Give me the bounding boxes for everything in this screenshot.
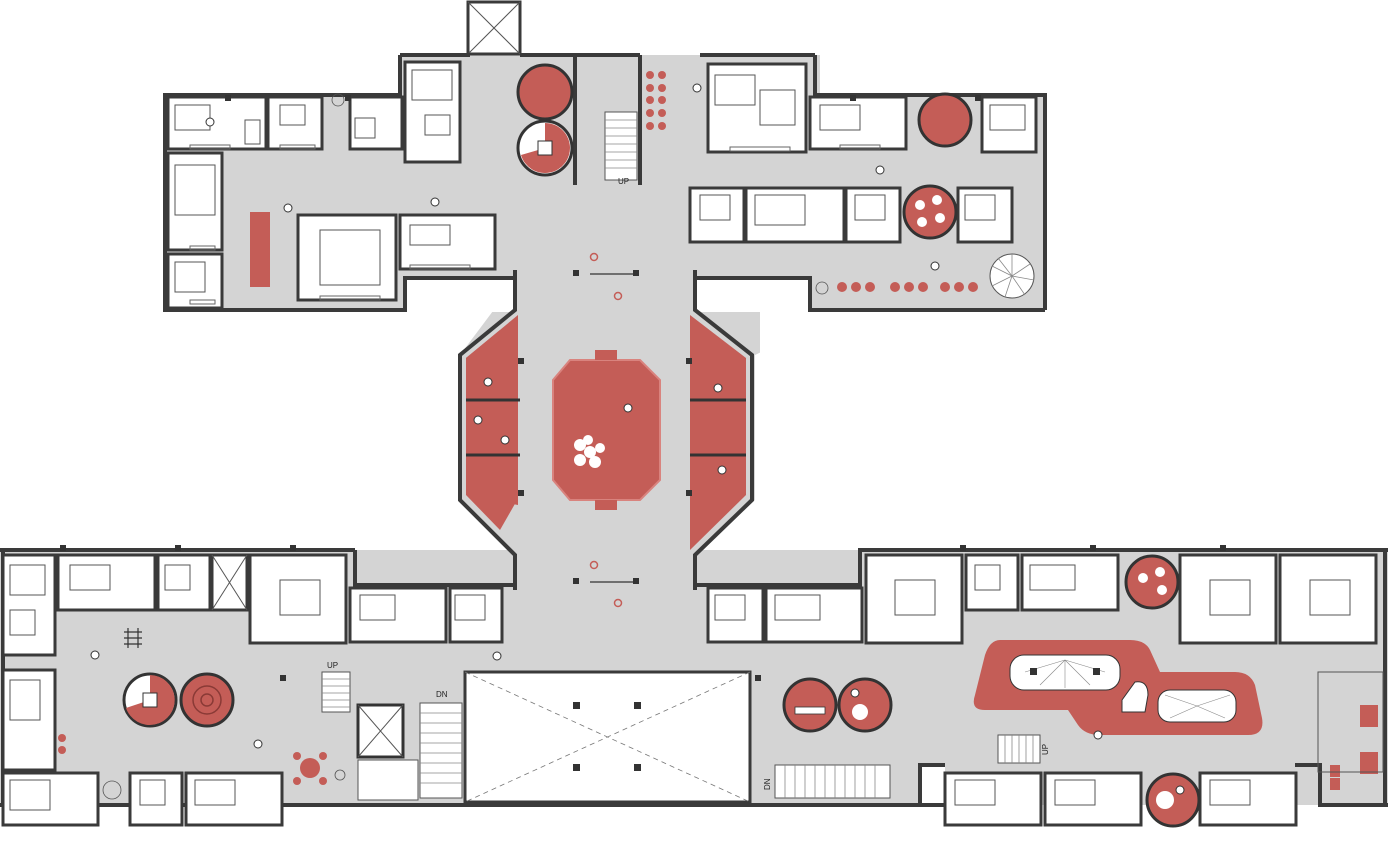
bedroom-unit <box>808 95 908 151</box>
plant-icon <box>102 93 829 800</box>
person-icon <box>90 83 1185 795</box>
stair-down-label: DN <box>763 778 772 790</box>
bathroom-unit <box>448 586 504 644</box>
bathroom-unit <box>844 186 902 244</box>
bedroom-unit <box>184 771 284 827</box>
columns <box>518 270 692 584</box>
atrium-walls <box>458 270 754 590</box>
top-room-furniture <box>174 69 1026 293</box>
exterior-cutouts <box>0 0 1388 810</box>
columns <box>60 95 1226 681</box>
stair-up-label: UP <box>1041 744 1050 755</box>
kitchen-dining-unit <box>706 62 808 154</box>
bottom-rooms <box>1 553 1378 827</box>
rack-icon <box>124 628 142 648</box>
side-seating-right <box>690 315 746 550</box>
stair-up-label: UP <box>327 661 338 670</box>
stair-down-bottom: DN <box>763 764 891 799</box>
stair-top: UP <box>604 111 638 186</box>
bedroom-unit <box>1 553 57 657</box>
piano-icon <box>1121 681 1149 713</box>
bedroom-unit <box>166 151 224 252</box>
bathroom-unit <box>688 186 746 244</box>
bedroom-unit <box>1020 553 1120 612</box>
bathroom-unit <box>964 553 1020 612</box>
bedroom-unit <box>744 186 846 244</box>
bathroom-unit <box>156 553 212 612</box>
round-pod <box>179 672 235 728</box>
round-pod <box>837 677 893 733</box>
window-strips <box>189 144 881 305</box>
bedroom-unit <box>403 60 462 164</box>
kitchen-dining-unit <box>864 553 964 645</box>
bedroom-unit <box>764 586 864 644</box>
round-pod <box>902 184 958 240</box>
round-pod <box>1124 554 1180 610</box>
bathroom-unit <box>128 771 184 827</box>
seat-dots <box>646 71 666 130</box>
bedroom-unit <box>56 553 157 612</box>
kitchen-dining-unit <box>248 553 348 645</box>
bathroom-unit <box>706 586 765 644</box>
stair-down-label: DN <box>436 690 448 699</box>
living-unit <box>398 213 497 271</box>
bathroom-unit <box>956 186 1014 244</box>
stair-up-right: UP <box>997 734 1050 764</box>
kitchen-dining-unit <box>1278 553 1378 645</box>
kitchen-dining-unit <box>296 213 398 302</box>
bedroom-unit <box>348 95 404 151</box>
bottom-room-furniture <box>9 554 1351 811</box>
kitchen-dining-unit <box>1178 553 1278 645</box>
top-wing-walls <box>163 53 1047 312</box>
chairs-right <box>1330 705 1378 790</box>
stair-up-label: UP <box>618 177 629 186</box>
round-pod <box>917 92 973 148</box>
round-pod <box>782 677 838 733</box>
stage-props <box>574 435 605 468</box>
round-table-icon <box>293 752 327 785</box>
central-stage <box>552 359 661 501</box>
stair-left: UP <box>321 661 351 713</box>
bedroom-unit <box>943 771 1043 827</box>
bedroom-unit <box>1198 771 1298 827</box>
bedroom-unit <box>348 586 448 644</box>
bathroom-unit <box>980 95 1038 154</box>
long-table <box>250 212 270 287</box>
bedroom-unit <box>166 252 224 310</box>
round-pod <box>516 63 574 121</box>
bedroom-unit <box>1043 771 1143 827</box>
spiral-stair-icon <box>989 253 1035 299</box>
bar-stools <box>837 282 978 292</box>
stair-down-left: DN <box>419 690 463 799</box>
top-rooms <box>166 60 1038 310</box>
